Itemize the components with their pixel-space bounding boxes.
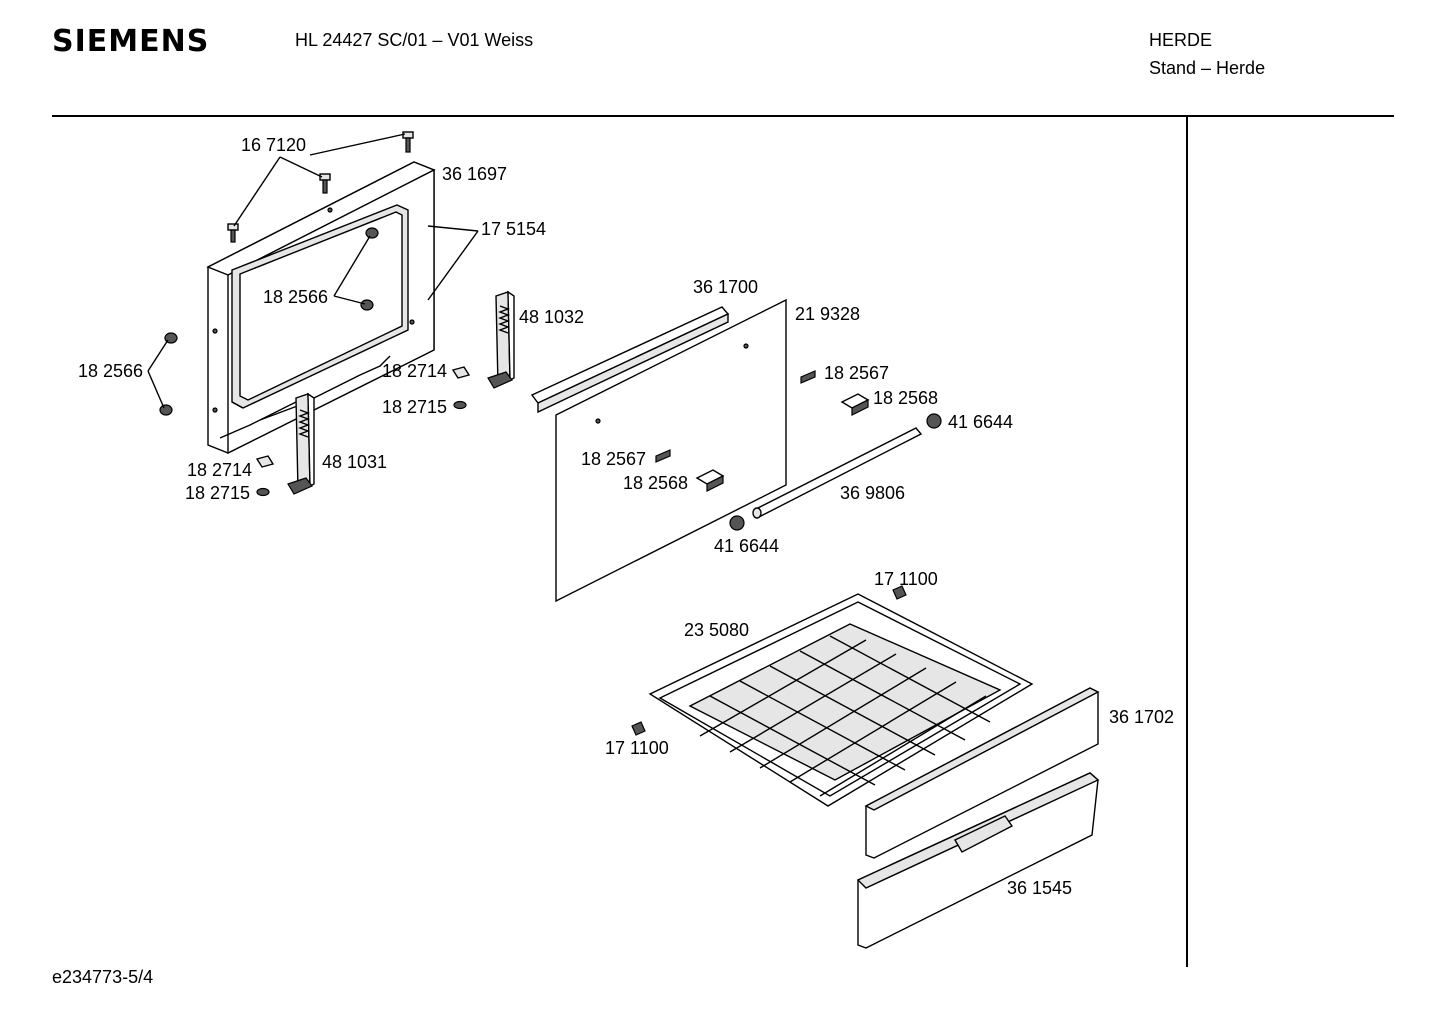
part-label: 23 5080 [684, 620, 749, 640]
part-label: 21 9328 [795, 304, 860, 324]
subcategory-label: Stand – Herde [1149, 58, 1266, 78]
drawer-front-part [856, 772, 1100, 949]
part-label: 18 2715 [185, 483, 250, 503]
baking-tray-part [631, 585, 1034, 807]
part-label: 18 2566 [78, 361, 143, 381]
part-label: 36 1697 [442, 164, 507, 184]
part-label: 18 2714 [382, 361, 447, 381]
part-label: 36 1545 [1007, 878, 1072, 898]
pad-part [655, 370, 870, 492]
part-label: 17 1100 [874, 569, 938, 589]
part-label: 17 5154 [481, 219, 546, 239]
screw-part [159, 227, 379, 416]
part-label: 36 1700 [693, 277, 758, 297]
front-panel-part [864, 687, 1100, 859]
brand-logo: SIEMENS [52, 24, 210, 59]
hinge-part [287, 290, 515, 495]
glass-pane-part [555, 298, 787, 603]
model-title: HL 24427 SC/01 – V01 Weiss [295, 30, 534, 50]
side-divider [1186, 117, 1188, 967]
part-label: 36 1702 [1109, 707, 1174, 727]
part-label: 17 1100 [605, 738, 669, 758]
document-id: e234773-5/4 [52, 967, 154, 987]
part-label: 18 2714 [187, 460, 252, 480]
part-label: 18 2566 [263, 287, 328, 307]
clip-part [255, 366, 471, 497]
category-label: HERDE [1149, 30, 1213, 50]
screw-part [227, 131, 414, 243]
part-label: 41 6644 [948, 412, 1013, 432]
part-label: 18 2568 [623, 473, 688, 493]
rod-part [729, 413, 942, 531]
leader-lines [147, 133, 479, 409]
part-label: 48 1031 [322, 452, 387, 472]
rail-part [530, 306, 730, 414]
part-label: 18 2567 [581, 449, 646, 469]
part-label: 16 7120 [241, 135, 306, 155]
part-label: 48 1032 [519, 307, 584, 327]
part-label: 18 2567 [824, 363, 889, 383]
part-label: 18 2568 [873, 388, 938, 408]
header-divider [52, 115, 1394, 117]
part-labels: 16 7120 36 1697 17 5154 18 2566 18 2566 … [78, 135, 1174, 898]
part-label: 36 9806 [840, 483, 905, 503]
part-label: 18 2715 [382, 397, 447, 417]
part-label: 41 6644 [714, 536, 779, 556]
